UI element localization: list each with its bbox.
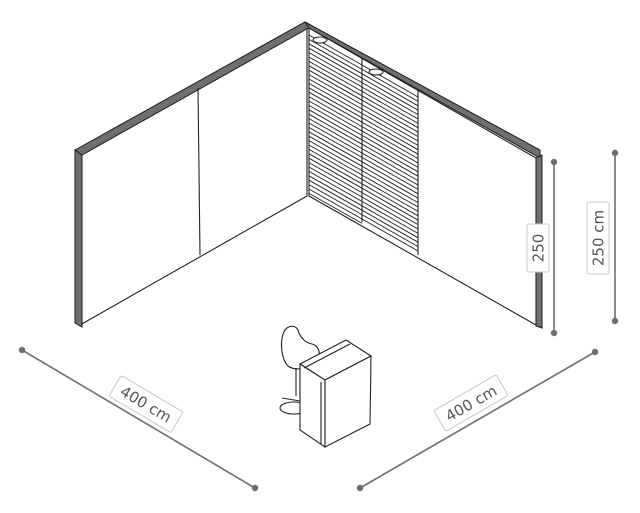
slat-line <box>308 56 363 88</box>
right-wall <box>304 21 543 329</box>
slat-line <box>308 83 363 114</box>
slat-line <box>308 184 363 215</box>
dimension-width-left: 400 cm <box>18 346 259 492</box>
slat-line <box>361 192 419 225</box>
counter-front-right <box>324 355 372 448</box>
slat-line <box>361 135 419 168</box>
slat-line <box>361 183 419 217</box>
slat-line <box>361 205 419 239</box>
slat-line <box>308 162 363 193</box>
slat-line <box>308 105 363 136</box>
slat-line <box>308 157 363 189</box>
slat-line <box>308 135 363 167</box>
slat-line <box>361 179 419 212</box>
slat-line <box>361 91 419 124</box>
slat-line <box>308 113 363 145</box>
slat-line <box>308 175 363 207</box>
slat-line <box>361 126 419 159</box>
right-wall-face <box>308 27 537 326</box>
slat-line <box>361 130 419 164</box>
slat-line <box>361 86 419 120</box>
slat-line <box>308 47 363 79</box>
reception-counter <box>298 339 373 449</box>
slat-line <box>308 188 363 220</box>
dimension-height-outer: 250 cm <box>586 149 619 325</box>
dimension-label-height-outer: 250 cm <box>590 210 608 266</box>
slat-line <box>361 82 419 115</box>
slat-line <box>361 104 419 137</box>
slat-line <box>361 174 419 208</box>
left-wall <box>74 21 314 328</box>
slat-line <box>361 170 419 203</box>
slat-line <box>308 61 363 92</box>
left-wall-seam <box>197 87 201 256</box>
slat-line <box>308 118 363 149</box>
slat-line <box>308 65 363 97</box>
slat-line <box>308 52 363 83</box>
counter-top-lip <box>303 343 351 369</box>
slat-line <box>308 91 363 123</box>
slat-line <box>308 122 363 154</box>
slat-line <box>308 193 363 224</box>
slat-line <box>361 209 419 243</box>
slat-line <box>308 149 363 180</box>
slat-line <box>308 127 363 158</box>
slat-line <box>361 214 419 247</box>
slat-line <box>361 148 419 181</box>
slat-line <box>361 73 419 107</box>
slat-line <box>361 99 419 133</box>
spotlight-icon <box>368 68 384 76</box>
slat-line <box>308 153 363 185</box>
dimension-height-inner: 250 <box>526 158 558 337</box>
slat-line <box>361 121 419 155</box>
slat-line <box>361 117 419 151</box>
slat-line <box>308 96 363 127</box>
slat-line <box>308 69 363 101</box>
slat-line <box>308 131 363 163</box>
slat-line <box>308 43 363 75</box>
slat-line <box>361 161 419 195</box>
slat-line <box>308 109 363 141</box>
slat-line <box>361 196 419 230</box>
slat-line <box>308 179 363 211</box>
slat-line <box>361 157 419 190</box>
slat-line <box>361 218 419 252</box>
dimension-width-right: 400 cm <box>356 348 599 492</box>
left-wall-end-post <box>74 149 83 328</box>
slat-line <box>361 108 419 142</box>
slat-line <box>361 201 419 234</box>
slat-line <box>361 95 419 129</box>
left-wall-face <box>79 27 308 326</box>
slat-line <box>361 139 419 173</box>
dimension-label-height-inner: 250 <box>530 234 548 263</box>
slat-line <box>361 165 419 199</box>
slat-line <box>361 187 419 221</box>
slat-line <box>308 39 363 70</box>
slat-line <box>361 113 419 146</box>
slat-line <box>361 143 419 177</box>
slat-line <box>308 171 363 202</box>
spotlight-icon <box>312 36 328 44</box>
slat-line <box>308 144 363 176</box>
slat-line <box>361 77 419 111</box>
slat-line <box>308 87 363 119</box>
slat-line <box>361 152 419 186</box>
slat-line <box>308 100 363 132</box>
slat-line <box>308 78 363 110</box>
slat-line <box>308 140 363 171</box>
slat-line <box>308 166 363 198</box>
slat-line <box>308 74 363 105</box>
